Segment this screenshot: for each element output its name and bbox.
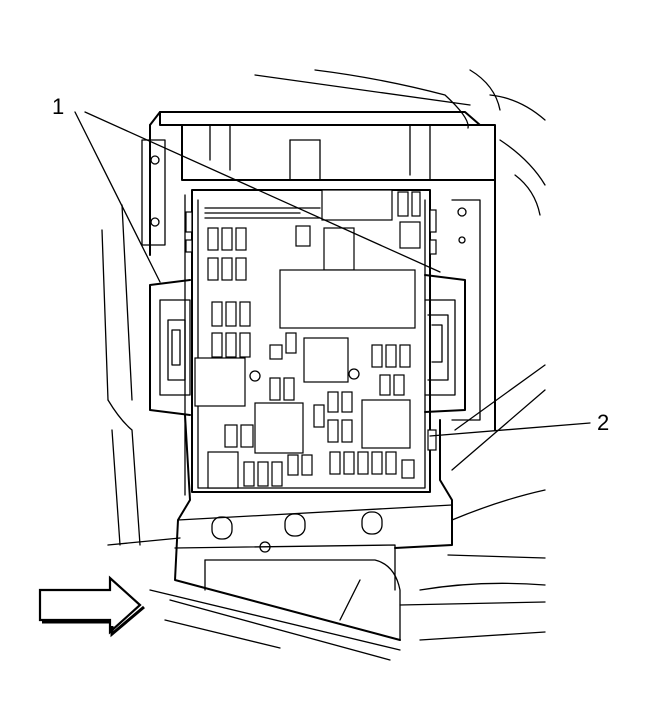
vehicle-structure-left: [101, 124, 181, 546]
left-mounting-bracket: [149, 279, 191, 416]
right-arrow-icon: [38, 575, 145, 638]
callout-2-leader: [429, 422, 591, 437]
lower-support-frame: [149, 414, 453, 661]
fuse-block: [184, 189, 437, 496]
callout-2-label: 2: [597, 410, 609, 435]
callout-1-label: 1: [52, 94, 64, 119]
vehicle-structure-right: [399, 179, 546, 641]
vehicle-structure-top: [149, 69, 546, 216]
right-mounting-bracket: [424, 274, 466, 413]
callout-1-leaders: [74, 111, 441, 283]
